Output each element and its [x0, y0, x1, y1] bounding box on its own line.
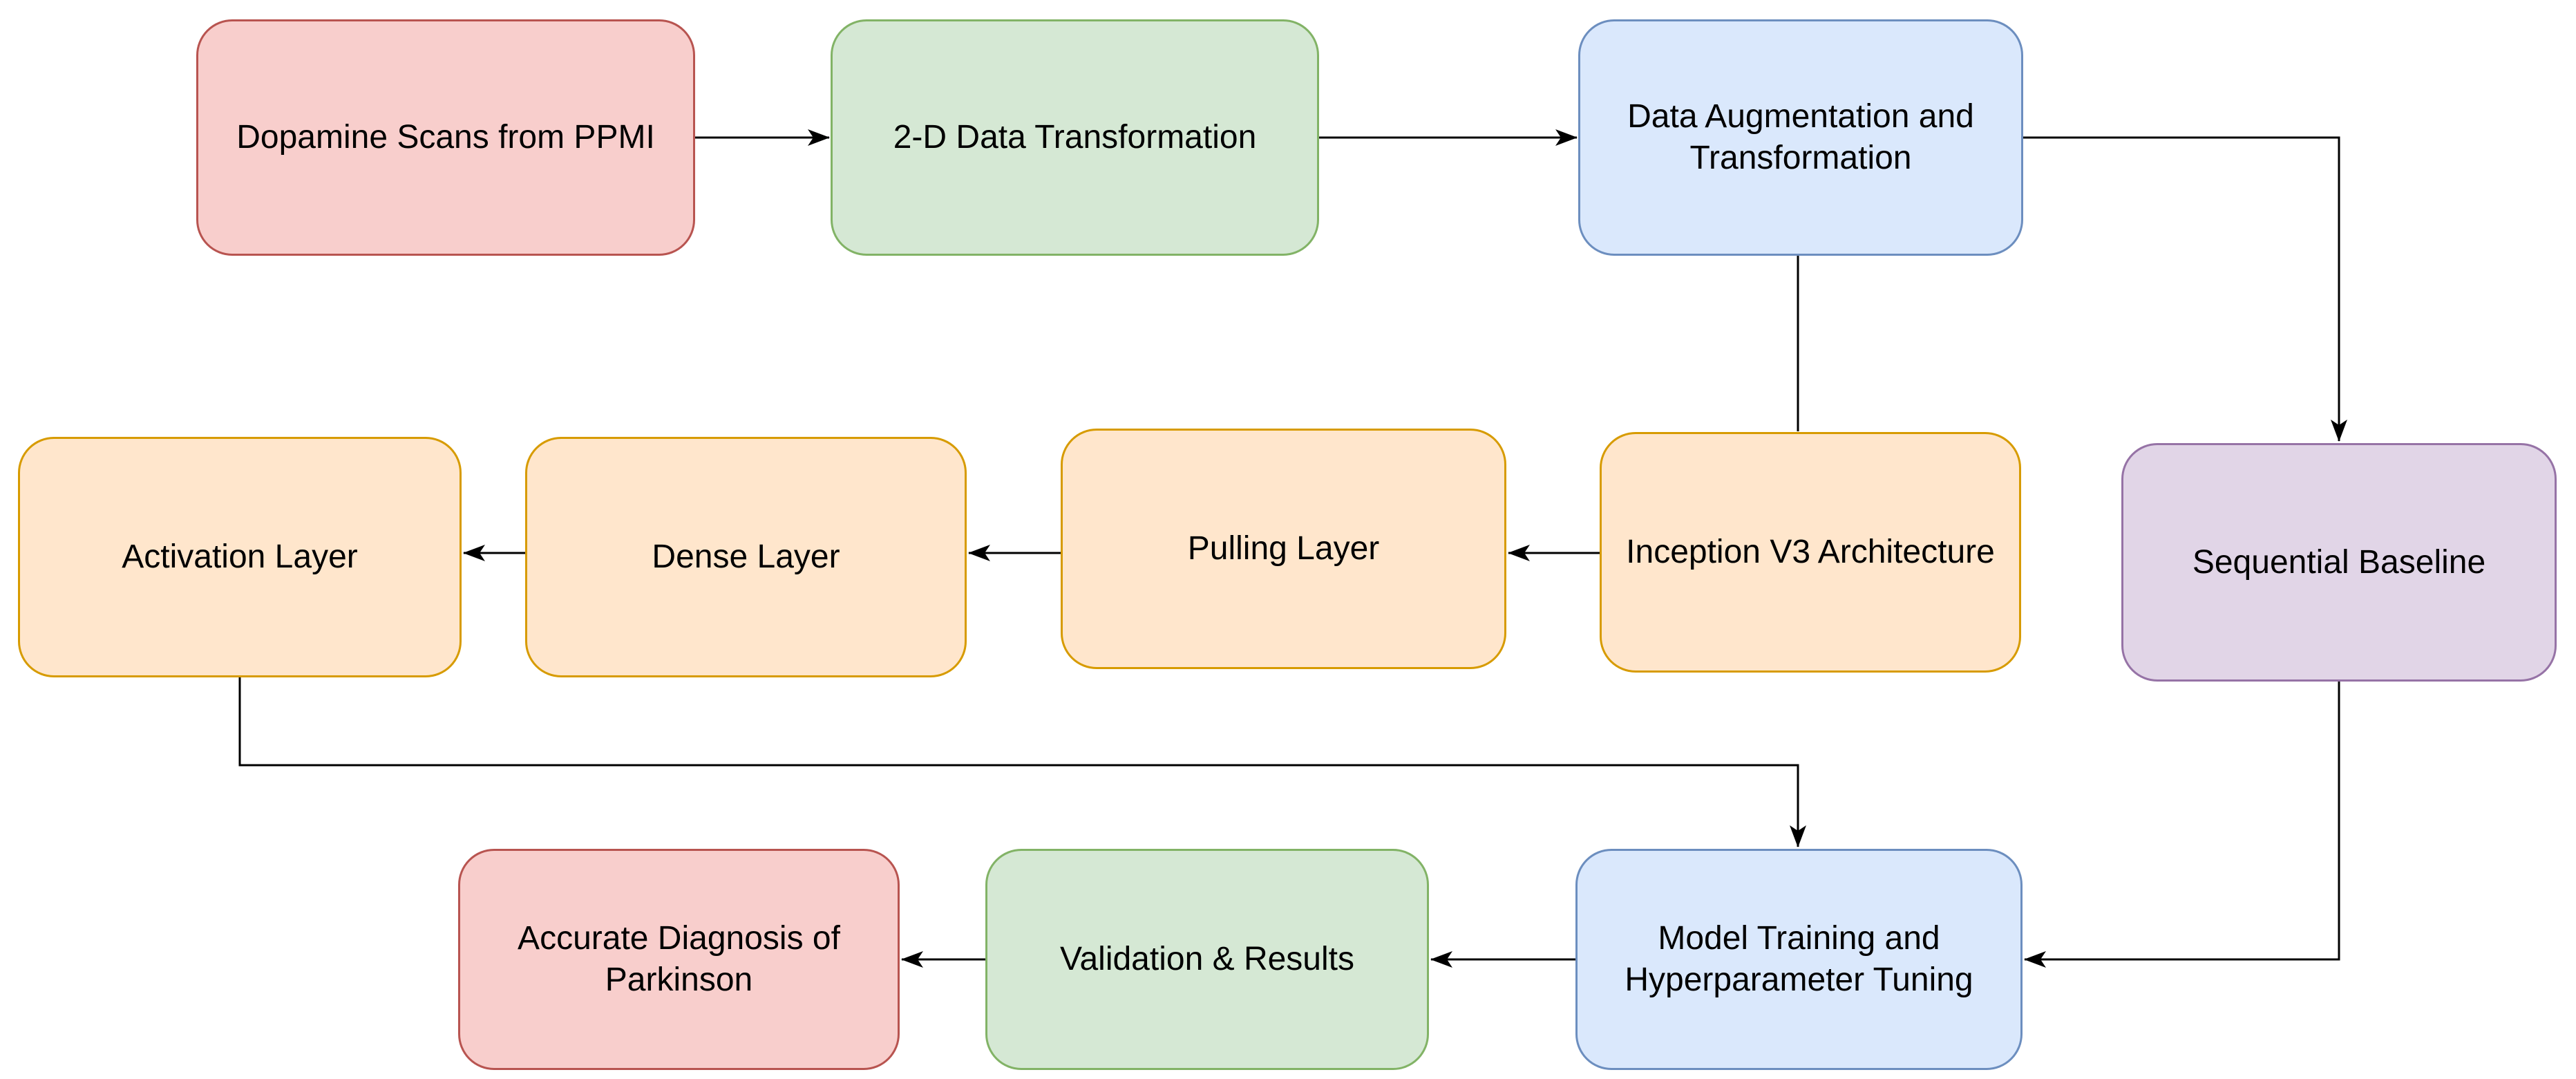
node-2d-data-transformation: 2-D Data Transformation [831, 19, 1319, 256]
node-activation-layer: Activation Layer [18, 437, 462, 677]
node-inception-v3-architecture: Inception V3 Architecture [1600, 432, 2021, 673]
node-accurate-diagnosis-of-parkinson: Accurate Diagnosis of Parkinson [458, 849, 900, 1070]
node-pulling-layer: Pulling Layer [1061, 429, 1506, 669]
edge-augmentation-to-sequential-baseline [2023, 136, 2347, 442]
edge-activation-to-model-training [238, 677, 1806, 847]
node-model-training-and-hyperparameter-tuning: Model Training and Hyperparameter Tuning [1575, 849, 2023, 1070]
node-dopamine-scans-from-ppmi: Dopamine Scans from PPMI [196, 19, 695, 256]
edge-sequential-baseline-to-model-training [2024, 682, 2340, 968]
node-dense-layer: Dense Layer [525, 437, 967, 677]
node-sequential-baseline: Sequential Baseline [2121, 443, 2557, 682]
node-data-augmentation-and-transformation: Data Augmentation and Transformation [1578, 19, 2023, 256]
node-validation-and-results: Validation & Results [985, 849, 1429, 1070]
